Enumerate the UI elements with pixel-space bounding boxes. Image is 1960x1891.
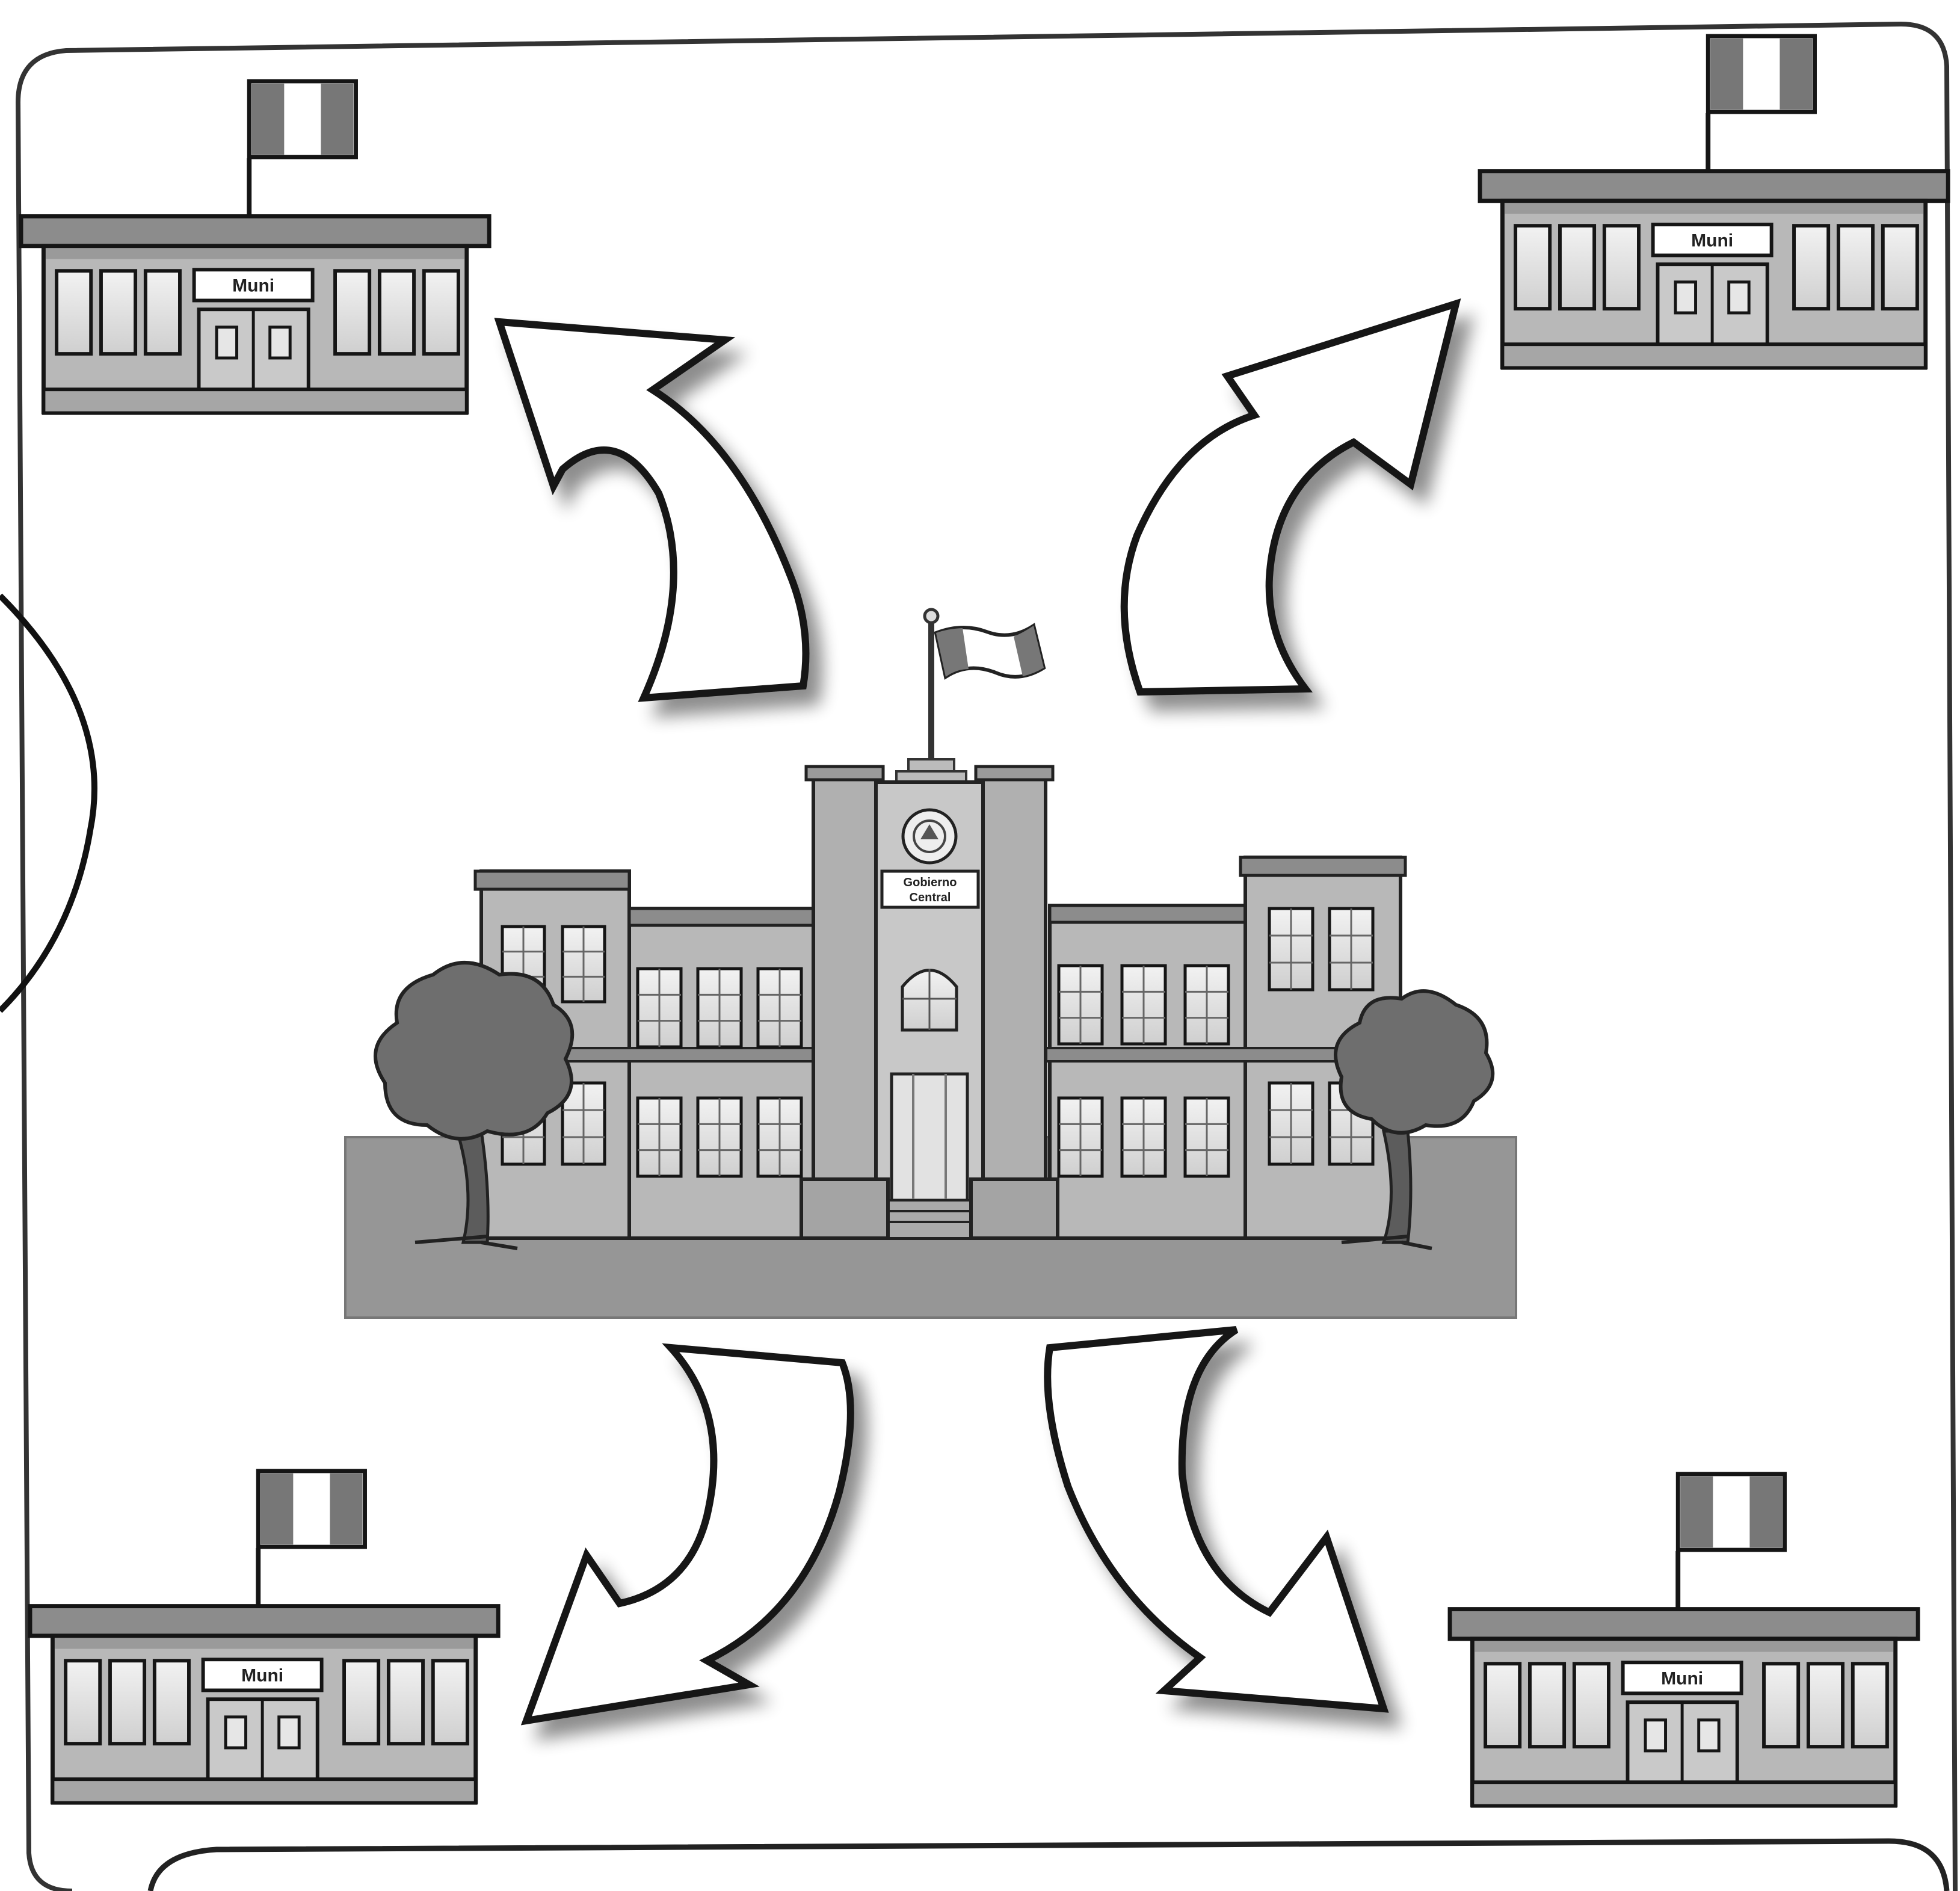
window <box>1883 226 1917 309</box>
window <box>433 1661 467 1744</box>
window <box>1604 226 1639 309</box>
muni-sign-bottom-left: Muni <box>241 1666 283 1686</box>
base <box>43 389 466 413</box>
door-pane <box>1729 282 1749 313</box>
window <box>1185 966 1228 1044</box>
flag-icon <box>258 1471 365 1547</box>
roof <box>1450 1609 1918 1639</box>
window <box>758 969 801 1047</box>
window <box>1794 226 1828 309</box>
window <box>1059 966 1102 1044</box>
window <box>638 1098 681 1176</box>
window <box>1560 226 1594 309</box>
central-sign-line2: Central <box>910 891 951 904</box>
door-pane <box>270 327 290 358</box>
central-flag <box>925 609 1044 761</box>
window <box>1838 226 1873 309</box>
flag-icon <box>1708 36 1814 112</box>
window <box>638 969 681 1047</box>
door-pane <box>226 1717 245 1748</box>
roof <box>1480 171 1948 201</box>
central-sign-line1: Gobierno <box>904 876 957 889</box>
window <box>101 271 135 354</box>
window <box>146 271 180 354</box>
roof <box>21 217 489 246</box>
window <box>698 1098 741 1176</box>
muni-building-bottom-right <box>1450 1474 1918 1806</box>
window <box>110 1661 144 1744</box>
window <box>758 1098 801 1176</box>
muni-sign-top-left: Muni <box>232 276 274 296</box>
door-pane <box>279 1717 299 1748</box>
window <box>1853 1664 1887 1747</box>
arrow-to-top-left <box>499 322 806 698</box>
roof <box>30 1606 498 1636</box>
muni-sign-bottom-right: Muni <box>1661 1669 1703 1689</box>
window <box>1515 226 1550 309</box>
window <box>1122 1098 1165 1176</box>
window <box>1485 1664 1520 1747</box>
window <box>1059 1098 1102 1176</box>
window <box>1574 1664 1609 1747</box>
window <box>1330 908 1373 990</box>
window <box>698 969 741 1047</box>
window <box>562 927 605 1002</box>
door-pane <box>1675 282 1695 313</box>
window <box>1122 966 1165 1044</box>
muni-sign-top-right: Muni <box>1691 231 1733 251</box>
window <box>1269 908 1313 990</box>
window <box>66 1661 100 1744</box>
muni-building-bottom-left <box>30 1471 498 1803</box>
door-pane <box>1699 1720 1719 1751</box>
window <box>1764 1664 1798 1747</box>
window <box>380 271 414 354</box>
arrow-to-bottom-right <box>1047 1330 1384 1709</box>
window <box>155 1661 189 1744</box>
side-circle-edge <box>0 596 94 1011</box>
base <box>1472 1782 1895 1806</box>
muni-building-top-left <box>21 81 489 413</box>
window <box>389 1661 423 1744</box>
bottom-box-edge <box>150 1841 1947 1891</box>
window <box>424 271 458 354</box>
door-pane <box>1645 1720 1665 1751</box>
muni-building-top-right <box>1480 36 1948 368</box>
window <box>335 271 369 354</box>
arrow-to-bottom-left <box>526 1348 851 1721</box>
arrow-to-top-right <box>1124 304 1456 692</box>
window <box>1185 1098 1228 1176</box>
base <box>52 1779 475 1803</box>
flag-icon <box>249 81 356 157</box>
door-pane <box>217 327 236 358</box>
window <box>344 1661 378 1744</box>
base <box>1502 344 1925 368</box>
window <box>1530 1664 1564 1747</box>
flag-icon <box>1678 1474 1784 1550</box>
coat-of-arms-icon <box>903 810 956 863</box>
window <box>1808 1664 1843 1747</box>
window <box>1269 1083 1313 1164</box>
window <box>57 271 91 354</box>
central-government-building: Gobierno Central <box>475 609 1405 1238</box>
